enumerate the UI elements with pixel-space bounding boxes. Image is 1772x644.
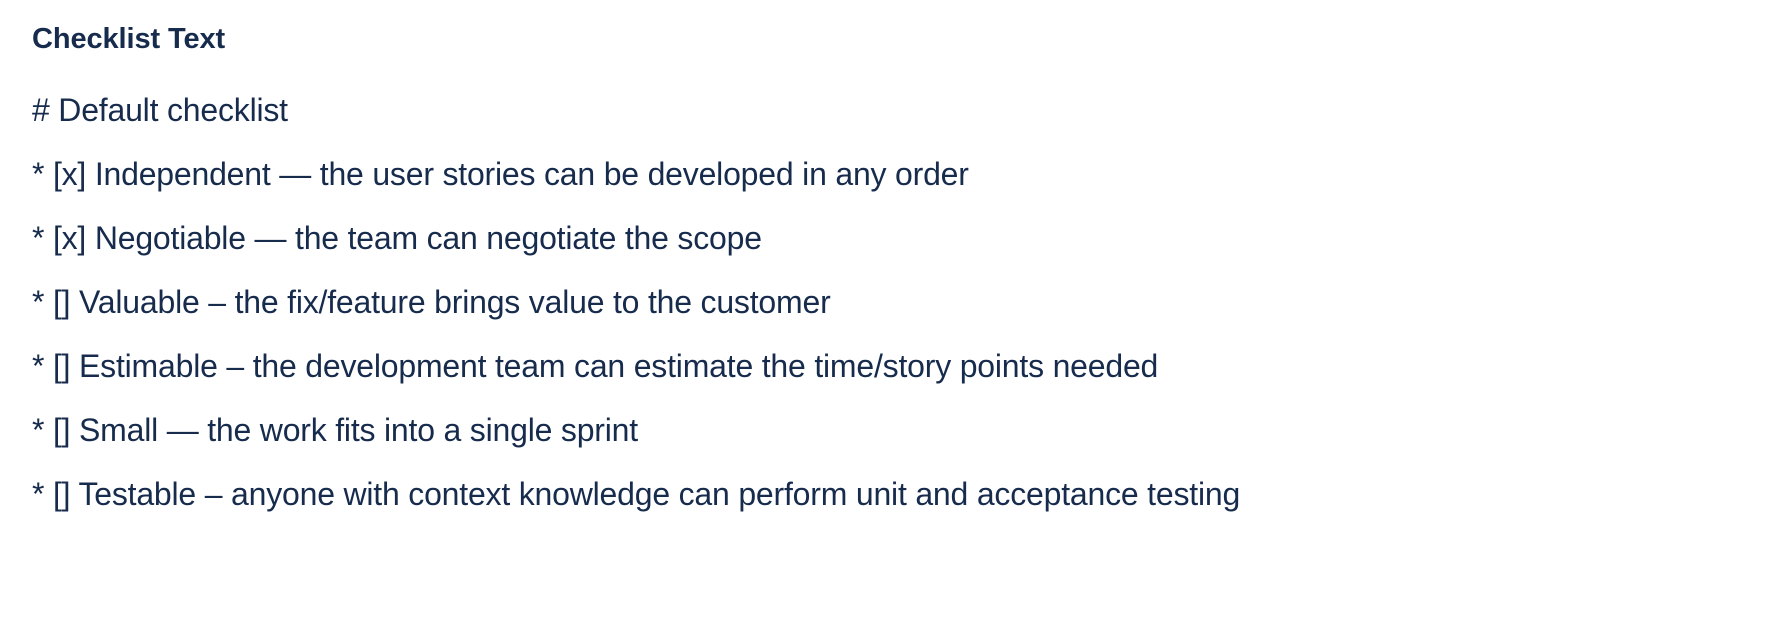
page-title: Checklist Text <box>32 23 226 55</box>
checklist-item-small: * [] Small — the work fits into a single… <box>32 412 638 448</box>
checklist-heading-line: # Default checklist <box>32 92 288 128</box>
checklist-text-content: # Default checklist * [x] Independent — … <box>32 78 1740 526</box>
checklist-item-independent: * [x] Independent — the user stories can… <box>32 156 969 192</box>
checklist-item-negotiable: * [x] Negotiable — the team can negotiat… <box>32 220 762 256</box>
checklist-item-estimable: * [] Estimable – the development team ca… <box>32 348 1159 384</box>
checklist-item-testable: * [] Testable – anyone with context know… <box>32 476 1241 512</box>
checklist-item-valuable: * [] Valuable – the fix/feature brings v… <box>32 284 831 320</box>
